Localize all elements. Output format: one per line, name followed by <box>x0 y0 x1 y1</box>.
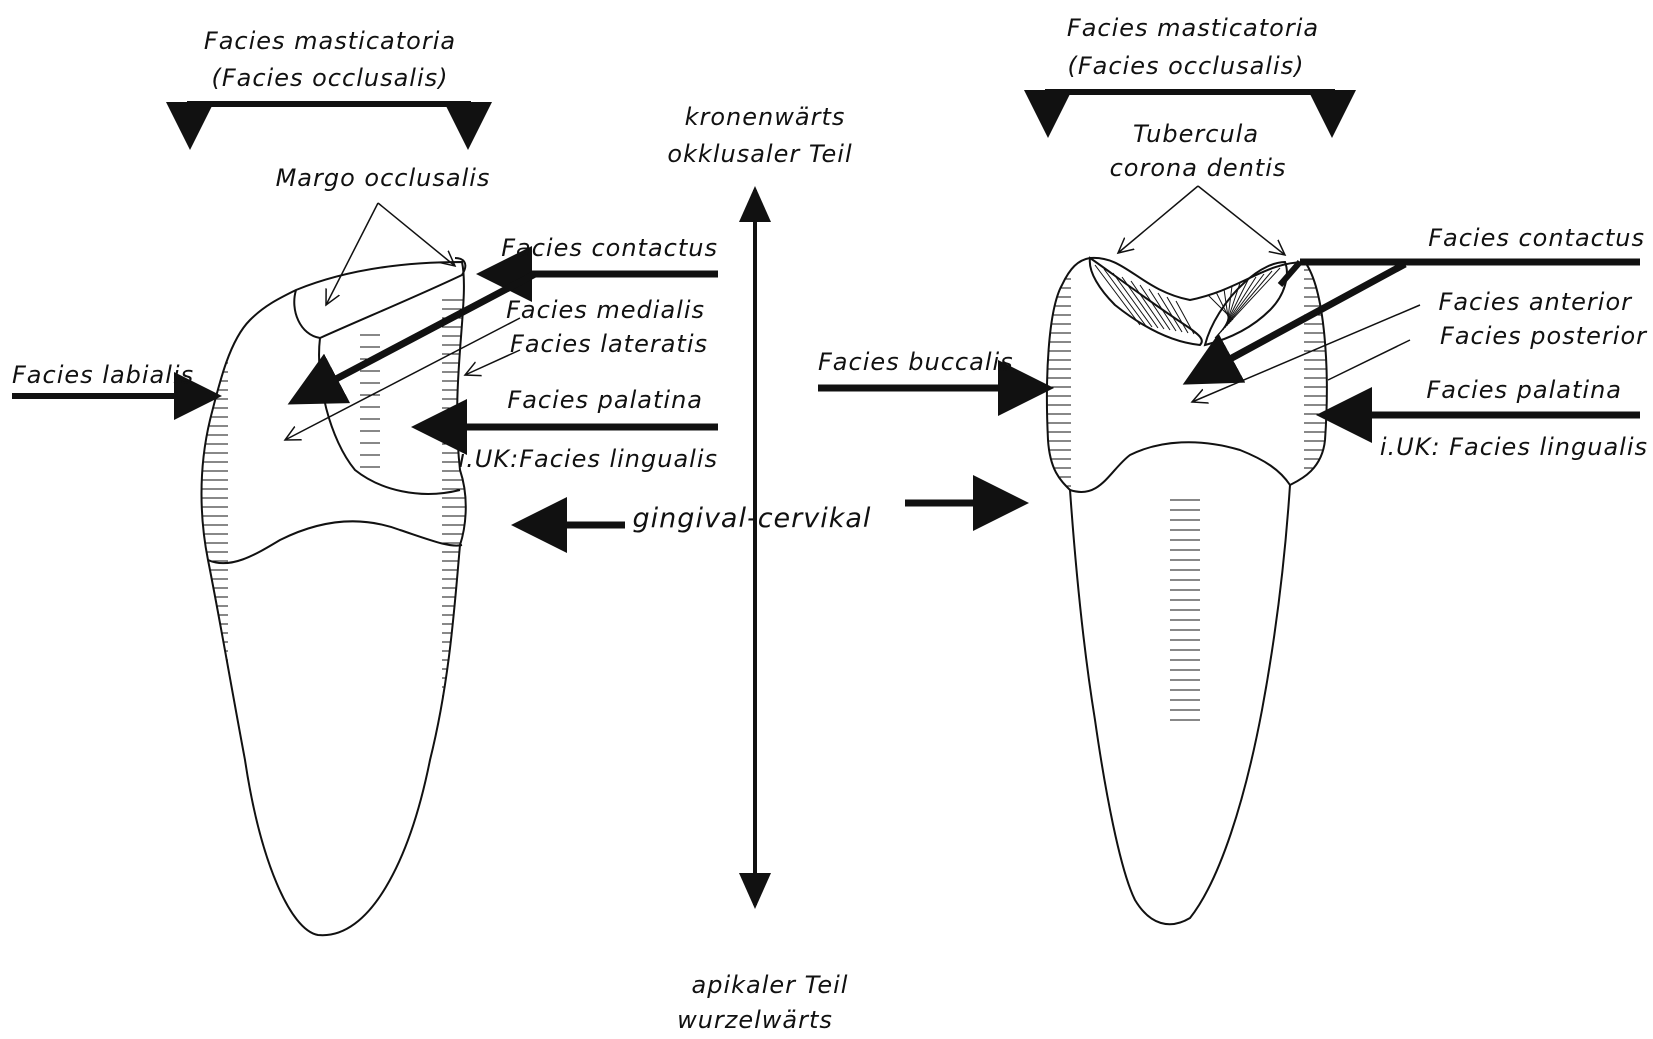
facies-posterior-label: Facies posterior <box>1440 322 1648 350</box>
kronen-label-line1: kronenwärts <box>685 103 846 131</box>
left-lingual-face-line <box>319 338 460 494</box>
right-palatina-label: Facies palatina <box>1426 376 1622 404</box>
right-contactus-label: Facies contactus <box>1428 224 1645 252</box>
facies-labialis-label: Facies labialis <box>12 361 194 389</box>
tubercula-pointer-b <box>1198 186 1285 255</box>
kronen-label-line2: okklusaler Teil <box>667 140 852 168</box>
facies-buccalis-label: Facies buccalis <box>818 348 1014 376</box>
margo-occlusalis-label: Margo occlusalis <box>276 164 491 192</box>
margo-pointer-b <box>378 203 455 266</box>
apikal-label-line1: apikaler Teil <box>692 971 849 999</box>
right-occlusalis-label: (Facies occlusalis) <box>1067 52 1304 80</box>
left-masticatoria-label: Facies masticatoria <box>204 27 456 55</box>
left-masticatoria-bracket <box>190 104 468 130</box>
left-lingualis-label: i.UK:Facies lingualis <box>459 445 719 473</box>
tubercula-label-line1: Tubercula <box>1133 120 1259 148</box>
left-tooth-hatching <box>200 300 470 930</box>
left-occlusalis-label: (Facies occlusalis) <box>211 64 448 92</box>
right-contactus-arrow <box>1195 264 1405 378</box>
right-masticatoria-bracket <box>1048 92 1332 115</box>
right-tooth <box>1045 258 1330 924</box>
tubercula-pointer-a <box>1118 186 1198 253</box>
left-tooth-outline <box>202 262 466 935</box>
left-tooth <box>200 258 470 935</box>
facies-anterior-label: Facies anterior <box>1439 288 1634 316</box>
posterior-pointer <box>1328 340 1410 380</box>
left-cervical-line <box>208 521 462 563</box>
tubercula-label-line2: corona dentis <box>1110 154 1287 182</box>
right-cusp-buccal <box>1090 258 1202 345</box>
left-palatina-label: Facies palatina <box>507 386 703 414</box>
labels: Facies masticatoria (Facies occlusalis) … <box>12 14 1648 1034</box>
facies-medialis-label: Facies medialis <box>506 296 705 324</box>
facies-lateratis-label: Facies lateratis <box>510 330 708 358</box>
gingival-label: gingival-cervikal <box>633 503 872 534</box>
right-masticatoria-label: Facies masticatoria <box>1067 14 1319 42</box>
left-contactus-arrow-b <box>300 274 535 398</box>
right-tooth-hatching <box>1045 265 1330 918</box>
right-lingualis-label: i.UK: Facies lingualis <box>1380 433 1648 461</box>
left-contactus-label: Facies contactus <box>501 234 718 262</box>
margo-pointer-a <box>326 203 378 305</box>
right-tooth-outline <box>1047 258 1327 924</box>
right-cervical-line <box>1070 442 1290 492</box>
apikal-label-line2: wurzelwärts <box>677 1006 833 1034</box>
